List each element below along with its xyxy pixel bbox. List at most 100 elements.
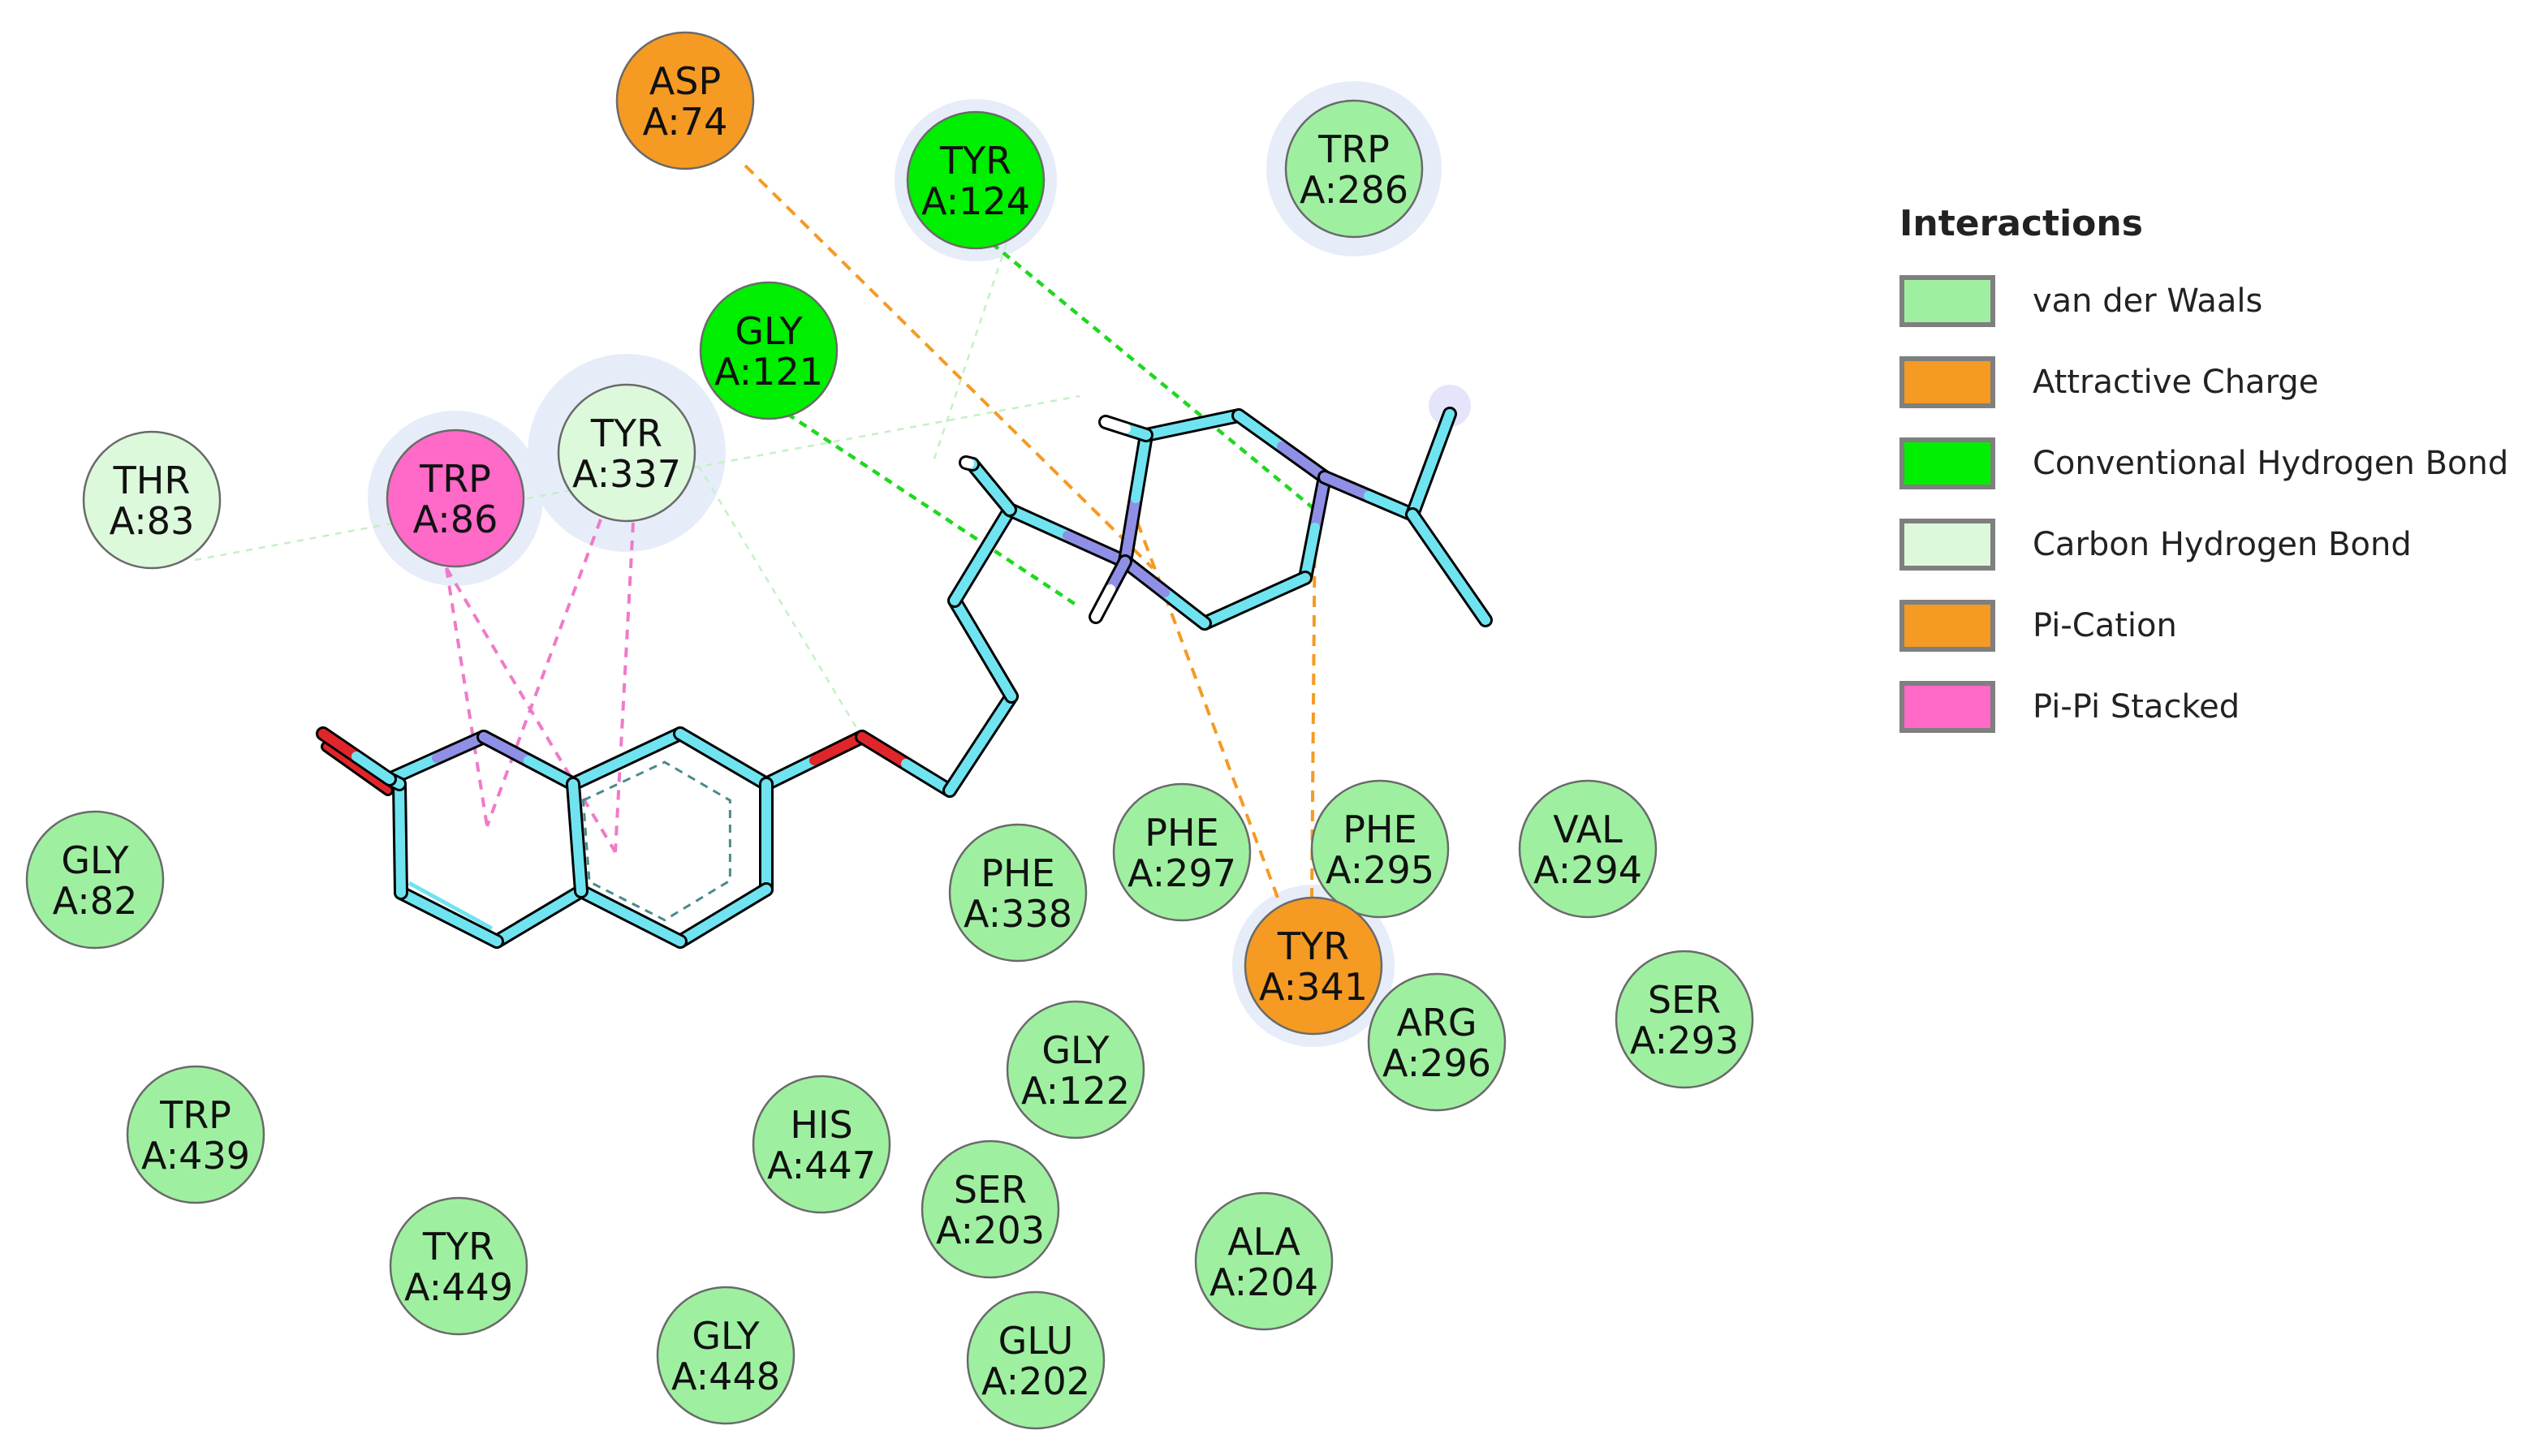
legend-label: Pi-Cation — [2033, 607, 2177, 644]
residue-name: SER — [954, 1168, 1027, 1212]
legend-swatch — [1899, 437, 1995, 489]
bond-C1-N1-b — [432, 732, 489, 763]
residue-name: TRP — [419, 457, 491, 501]
bond-N3-Ci-b — [1364, 491, 1417, 519]
residue-name: TYR — [422, 1225, 494, 1269]
legend-item-pipi: Pi-Pi Stacked — [1899, 681, 2533, 733]
legend-label: Attractive Charge — [2033, 364, 2319, 401]
interaction-pipi-trp86-ringb — [445, 567, 489, 827]
residue-name: PHE — [981, 851, 1054, 895]
residue-circle — [557, 383, 696, 523]
legend-item-attractive: Attractive Charge — [1899, 356, 2533, 408]
residue-circle — [752, 1075, 891, 1214]
interaction-hbond-tyr124 — [990, 242, 1317, 511]
bond-C8-C7-a — [675, 729, 728, 764]
residue-circle — [1194, 1191, 1334, 1331]
bond-C4-C9-b — [568, 779, 582, 842]
bond-O1-C1-b — [351, 752, 395, 784]
bond-Cd-N2-b — [1063, 531, 1130, 566]
residue-number: A:295 — [1326, 848, 1434, 892]
bond-C7-O2-a — [761, 756, 819, 789]
bond-N2-P1-b — [1131, 430, 1151, 503]
bond-C9-C8-a — [568, 754, 632, 789]
residue-name: THR — [113, 459, 191, 502]
interaction-pipi-tyr337-ringa — [614, 522, 635, 853]
residue-number: A:121 — [714, 350, 823, 394]
residue-name: TYR — [939, 139, 1011, 183]
legend-label: Carbon Hydrogen Bond — [2033, 526, 2412, 563]
legend-swatch — [1899, 519, 1995, 571]
bond-C6-C5-a — [718, 885, 771, 920]
bond-Cd-Ce-a — [986, 482, 1015, 515]
residue-name: ALA — [1227, 1220, 1300, 1264]
residue-name: PHE — [1145, 811, 1218, 855]
residue-name: GLY — [1041, 1028, 1110, 1072]
residue-number: A:203 — [936, 1208, 1045, 1252]
residue-number: A:448 — [671, 1355, 780, 1398]
interaction-chbond-tyr124 — [932, 243, 1008, 462]
residue-circle — [921, 1139, 1060, 1279]
interaction-chbond-tyr337 — [690, 454, 864, 738]
residue-name: ARG — [1396, 1001, 1477, 1045]
bond-P2-N3-a — [1234, 411, 1287, 451]
bond-N2-H2-b — [1091, 584, 1115, 622]
legend-item-pication: Pi-Cation — [1899, 600, 2533, 652]
bond-Ci-Ma-a — [1408, 459, 1436, 519]
residue-name: GLY — [735, 309, 803, 353]
residue-name: PHE — [1343, 808, 1416, 851]
aromatic-ring-inner — [581, 760, 731, 922]
legend-swatch — [1899, 275, 1995, 327]
bond-P1-P2-a — [1141, 420, 1197, 440]
carbonyl-double-bond — [323, 743, 391, 794]
bond-Ci-Mb-b — [1444, 562, 1490, 625]
residue-number: A:341 — [1259, 965, 1368, 1009]
residue-circle — [1367, 972, 1507, 1112]
residue-circle — [966, 1290, 1106, 1430]
bond-C5-C4-a — [626, 911, 685, 946]
halo-methyl — [1429, 385, 1471, 427]
bond-C6-C5-b — [675, 911, 728, 946]
residue-circle — [906, 110, 1046, 250]
residue-circle — [1006, 1000, 1145, 1139]
residue-name: SER — [1648, 978, 1721, 1022]
bond-N2-P1-a — [1120, 493, 1140, 566]
bond-P1-H1-b — [1101, 417, 1131, 433]
bond-C10-C3-b — [396, 888, 454, 922]
bond-P3-P4-a — [1250, 573, 1310, 605]
residue-circle — [25, 810, 165, 950]
residue-number: A:447 — [767, 1144, 876, 1187]
bond-C3-C2-b — [395, 779, 405, 843]
bond-P4-N2-b — [1120, 557, 1170, 597]
residue-number: A:338 — [964, 892, 1072, 936]
residue-name: GLU — [998, 1319, 1074, 1363]
bond-Ca-Cb-b — [976, 691, 1016, 748]
residue-name: VAL — [1553, 808, 1623, 851]
legend-swatch — [1899, 681, 1995, 733]
